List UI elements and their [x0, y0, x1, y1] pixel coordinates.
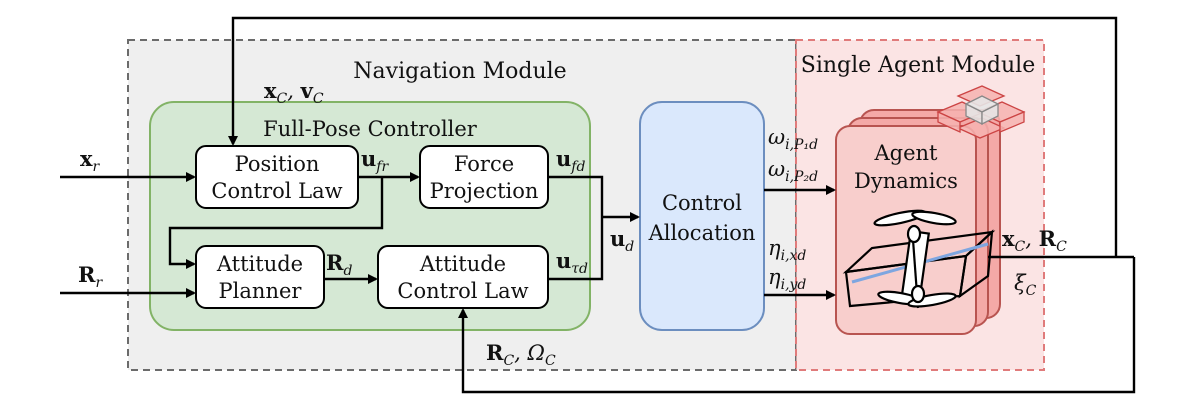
- control-allocation-line2: Allocation: [648, 221, 756, 245]
- single-agent-module-title: Single Agent Module: [801, 53, 1035, 78]
- ufr-to-planner-arrow: [168, 177, 384, 269]
- ufd-wire: [548, 175, 604, 217]
- force-projection-line1: Force: [454, 152, 514, 176]
- eta-yd-label: ηi,yd: [768, 265, 806, 293]
- attitude-control-law-line2: Control Law: [397, 279, 528, 303]
- xc-rc-label: xC, RC: [1002, 226, 1067, 255]
- ufd-label: ufd: [556, 146, 585, 175]
- agent-dynamics-line1: Agent: [874, 141, 939, 165]
- rd-label: Rd: [326, 250, 352, 279]
- attitude-planner-block: [195, 245, 325, 309]
- omega-p2-label: ωi,P₂d: [768, 157, 818, 185]
- ud-label: ud: [610, 226, 634, 255]
- attitude-feedback-arrow: [458, 257, 1136, 394]
- rr-label: Rr: [78, 262, 103, 291]
- position-control-law-line2: Control Law: [211, 179, 342, 203]
- omega-p1-label: ωi,P₁d: [768, 125, 818, 153]
- attitude-control-law-line1: Attitude: [419, 252, 506, 276]
- attitude-planner-line2: Planner: [219, 279, 303, 303]
- full-pose-controller-title: Full-Pose Controller: [263, 117, 478, 141]
- quadrotor-drone-icon: [842, 209, 996, 309]
- modular-structure-icon: [936, 85, 1026, 139]
- position-control-law-line1: Position: [235, 152, 320, 176]
- ufr-label: ufr: [361, 146, 389, 175]
- xc-vc-label: xC, vC: [264, 78, 324, 107]
- xi-c-label: ξC: [1014, 271, 1037, 299]
- rc-omegac-label: RC, ΩC: [486, 340, 556, 369]
- force-projection-line2: Projection: [430, 179, 539, 203]
- control-allocation-line1: Control: [662, 191, 742, 215]
- utaud-wire: [548, 217, 604, 281]
- attitude-planner-line1: Attitude: [216, 252, 303, 276]
- position-feedback-arrow: [228, 16, 1118, 257]
- agent-dynamics-block: [835, 125, 977, 335]
- control-allocation-block: [639, 101, 765, 331]
- utaud-label: uτd: [556, 248, 588, 277]
- eta-xd-label: ηi,xd: [768, 236, 806, 264]
- navigation-module-title: Navigation Module: [353, 59, 566, 84]
- agent-dynamics-line2: Dynamics: [854, 169, 958, 193]
- xr-label: xr: [80, 146, 101, 175]
